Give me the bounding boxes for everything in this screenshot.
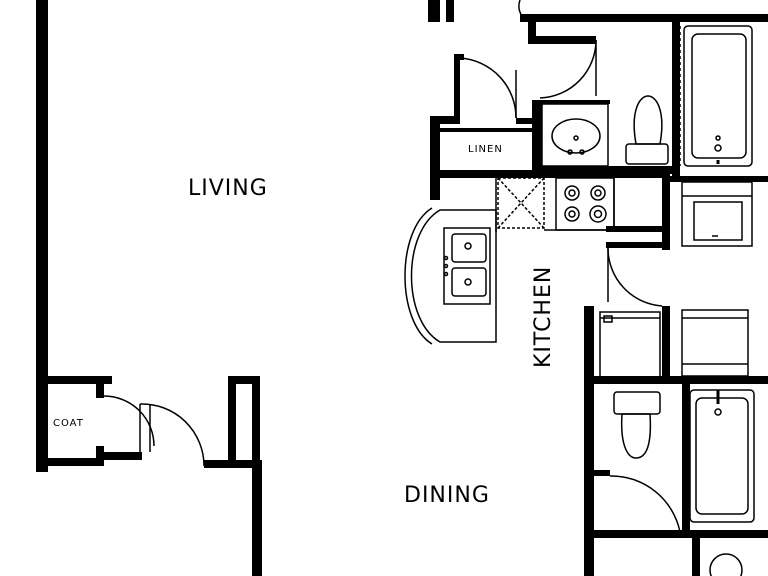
wall-laundry-top	[670, 176, 768, 182]
wall-hall-top	[528, 22, 536, 44]
stove-burner-4-inner	[593, 209, 603, 219]
refrigerator	[599, 311, 661, 379]
wall-kitchen-right	[662, 170, 670, 250]
kitchen-counter	[410, 209, 497, 343]
wall-coat-bottom	[36, 458, 96, 466]
stove	[555, 177, 615, 231]
wall-laundry-left	[662, 306, 670, 384]
wall-linen-top	[430, 116, 454, 124]
bath1-toilet-tank	[625, 143, 669, 165]
fixtures	[404, 25, 755, 576]
stove-burner-1	[564, 185, 580, 201]
wall-linen-inner	[440, 128, 532, 132]
doors	[103, 0, 681, 533]
wall-linen-outer	[430, 116, 440, 176]
wall-linen-right-top	[516, 118, 542, 124]
wall-coat-door-stop	[104, 452, 142, 460]
wall-entry-lower	[252, 460, 262, 576]
wall-laundry-bottom	[586, 376, 768, 384]
stove-burner-2-inner	[594, 189, 602, 197]
washer	[681, 309, 749, 377]
stove-burner-1-inner	[568, 189, 576, 197]
bath1-tub-inner	[691, 33, 747, 159]
top-door-swing	[518, 0, 523, 17]
kitchen-sink-tap-3	[443, 271, 449, 277]
bath1-door-swing	[539, 39, 597, 99]
wall-top-stub-left	[428, 0, 440, 22]
kitchen-sink-drain-1	[464, 242, 472, 250]
stove-burner-4	[589, 205, 607, 223]
dishwasher-x2	[497, 177, 545, 229]
wall-stub-bottom	[204, 460, 260, 468]
bath2-tub-inner	[695, 397, 749, 515]
wall-linen-right	[532, 100, 542, 176]
kitchen-sink-tap-1	[443, 255, 449, 261]
room-label-linen: LINEN	[468, 144, 503, 155]
bath1-vanity	[541, 103, 609, 167]
wall-top-right	[520, 14, 768, 22]
bath1-toilet-bowl	[633, 95, 663, 145]
bath2-toilet-bowl	[620, 413, 652, 459]
kitchen-sink-bowl-2	[451, 267, 487, 297]
wall-hall-upper	[536, 36, 596, 44]
kitchen-counter-edge	[404, 207, 433, 345]
wall-stub-right	[252, 376, 260, 466]
wall-linen-door-top	[454, 54, 464, 60]
linen-door-swing	[459, 57, 517, 119]
dishwasher	[497, 177, 545, 229]
dryer-door	[693, 201, 743, 241]
bath1-tub	[683, 25, 753, 167]
room-label-kitchen: KITCHEN	[531, 266, 556, 368]
bath1-sink	[551, 118, 601, 154]
bath1-sink-drain	[573, 135, 579, 141]
bath1-drain	[714, 144, 722, 152]
wall-vanity-top	[540, 100, 610, 104]
stove-burner-3-inner	[568, 210, 576, 218]
wall-bath1-left	[672, 14, 680, 178]
refrigerator-handle	[603, 315, 613, 323]
bath1-faucet	[715, 135, 721, 141]
bottom-sink	[709, 553, 743, 576]
stove-burner-3	[564, 206, 580, 222]
wall-kitchen-top	[430, 170, 670, 178]
bath1-sink-tap-l	[567, 149, 573, 155]
wall-bath2-bottom	[594, 530, 768, 538]
wall-left-exterior	[36, 0, 48, 472]
dishwasher-x1	[497, 177, 545, 229]
bath1-sink-tap-r	[579, 149, 585, 155]
wall-top-stub-right	[446, 0, 454, 22]
labels: LIVING DINING KITCHEN COAT LINEN	[53, 144, 556, 508]
kitchen-sink-bowl-1	[451, 233, 487, 263]
bath2-tub	[689, 389, 755, 523]
wall-coat-right-upper	[96, 376, 104, 398]
wall-bottom-right-closet	[692, 530, 700, 576]
room-label-coat: COAT	[53, 418, 84, 429]
room-label-living: LIVING	[188, 176, 268, 201]
wall-coat-divider	[96, 446, 104, 466]
entry-door-swing	[139, 403, 205, 467]
bath2-door-swing	[609, 475, 681, 533]
room-label-dining: DINING	[404, 483, 490, 508]
wall-coat-top	[36, 376, 112, 384]
wall-stub-top	[228, 376, 260, 384]
bath2-drain	[714, 408, 722, 416]
wall-bath2-door-header	[594, 470, 610, 476]
wall-kitchen-door-header	[606, 226, 670, 232]
coat-door-swing	[103, 395, 155, 447]
dryer	[681, 181, 753, 247]
kitchen-sink-drain-2	[464, 278, 472, 286]
walls	[36, 0, 768, 576]
stove-burner-2	[590, 185, 606, 201]
bath2-toilet-tank	[613, 391, 661, 415]
wall-stub-upper	[228, 376, 236, 466]
kitchen-sink-tap-2	[443, 263, 449, 269]
wall-linen-door	[454, 54, 460, 124]
wall-bath2-left	[584, 306, 594, 576]
wall-kitchen-left	[430, 170, 440, 200]
kitchen-sink	[443, 227, 491, 305]
wall-kitchen-door-header2	[606, 242, 670, 248]
laundry-door-swing	[607, 247, 663, 307]
